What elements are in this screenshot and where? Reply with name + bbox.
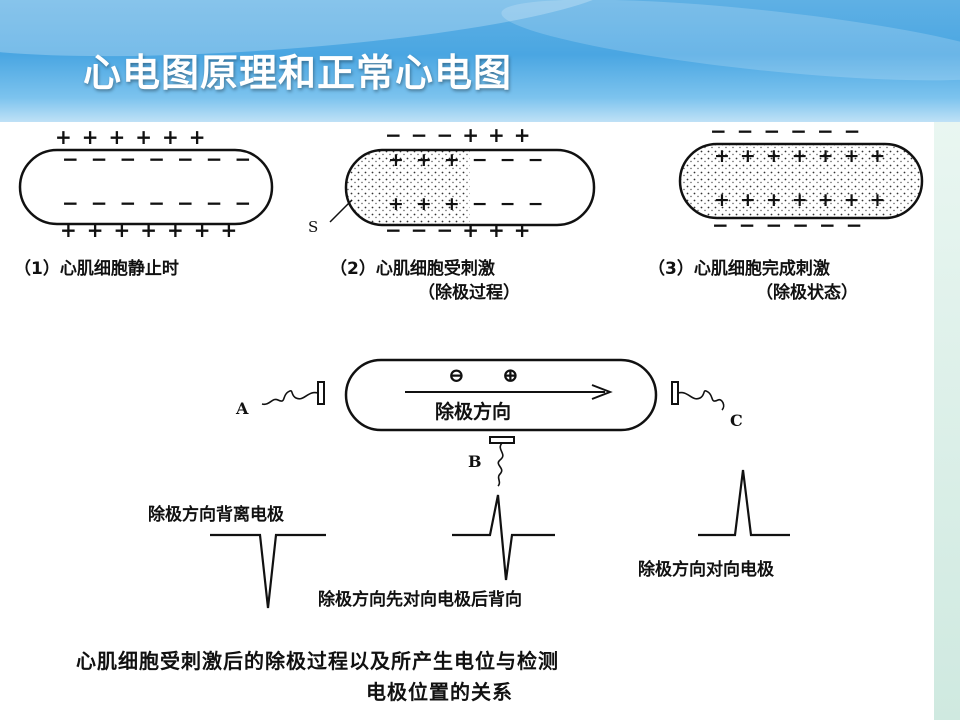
cell2-num: （2） [330,259,376,279]
cell2-s-marker: S [308,218,318,236]
cell3-sub: （除极状态） [756,283,858,303]
electrode-b: B [468,436,515,487]
cell-capsule [344,358,658,432]
cell2-sub: （除极过程） [418,283,520,303]
page-title: 心电图原理和正常心电图 [83,51,513,95]
svg-text:+++++++: +++++++ [714,145,895,167]
cell-states-figure: ++++++ −−−−−−− −−−−−−− +++++++ −−−+++ ++… [18,122,924,242]
minus-symbol: ⊖ [448,363,465,387]
svg-text:C: C [730,411,743,430]
svg-text:−−−−−−−: −−−−−−− [62,191,263,215]
svg-text:+++++++: +++++++ [60,218,247,242]
cell-depolarizing: −−−+++ +++−−− +++−−− −−−+++ S [308,123,596,242]
electrode-diagram: ⊖ ⊕ 除极方向 A C B [210,358,790,609]
svg-text:−−−−−−: −−−−−− [712,213,873,237]
wave-a-label: 除极方向背离电极 [148,505,284,525]
caption-line-2: 电极位置的关系 [366,680,513,704]
wave-c-label: 除极方向对向电极 [638,560,774,580]
arrow-label: 除极方向 [435,400,511,423]
svg-text:+++++++: +++++++ [714,189,895,211]
cell1-label: （1）心肌细胞静止时 [14,254,179,279]
wave-b-label: 除极方向先对向电极后背向 [318,590,522,610]
svg-text:+++−−−: +++−−− [388,149,556,171]
caption-line-1: 心肌细胞受刺激后的除极过程以及所产生电位与检测 [76,649,559,673]
svg-text:B: B [468,452,482,471]
wave-positive [698,469,790,537]
svg-text:−−−+++: −−−+++ [385,218,540,242]
svg-text:A: A [235,399,249,418]
wave-negative [210,533,326,609]
electrode-c: C [671,381,743,430]
svg-text:++++++: ++++++ [55,125,216,149]
cell2-text: 心肌细胞受刺激 [375,259,495,279]
cell3-label: （3）心肌细胞完成刺激 [648,254,830,279]
wave-biphasic [452,494,555,581]
svg-text:−−−−−−: −−−−−− [710,122,871,143]
cell3-num: （3） [648,259,694,279]
svg-text:+++−−−: +++−−− [388,193,556,215]
cell3-text: 心肌细胞完成刺激 [693,259,830,279]
right-decor-bar [934,122,960,720]
cell1-text: 心肌细胞静止时 [59,259,179,279]
cell-depolarized: −−−−−− +++++++ +++++++ −−−−−− [678,122,924,237]
header-band: 心电图原理和正常心电图 [0,0,960,122]
plus-symbol: ⊕ [502,363,519,387]
svg-text:−−−+++: −−−+++ [385,123,540,147]
cell-resting: ++++++ −−−−−−− −−−−−−− +++++++ [18,125,274,242]
cell2-label: （2）心肌细胞受刺激 [330,254,495,279]
electrode-a: A [235,381,325,418]
cell1-num: （1） [14,259,60,279]
